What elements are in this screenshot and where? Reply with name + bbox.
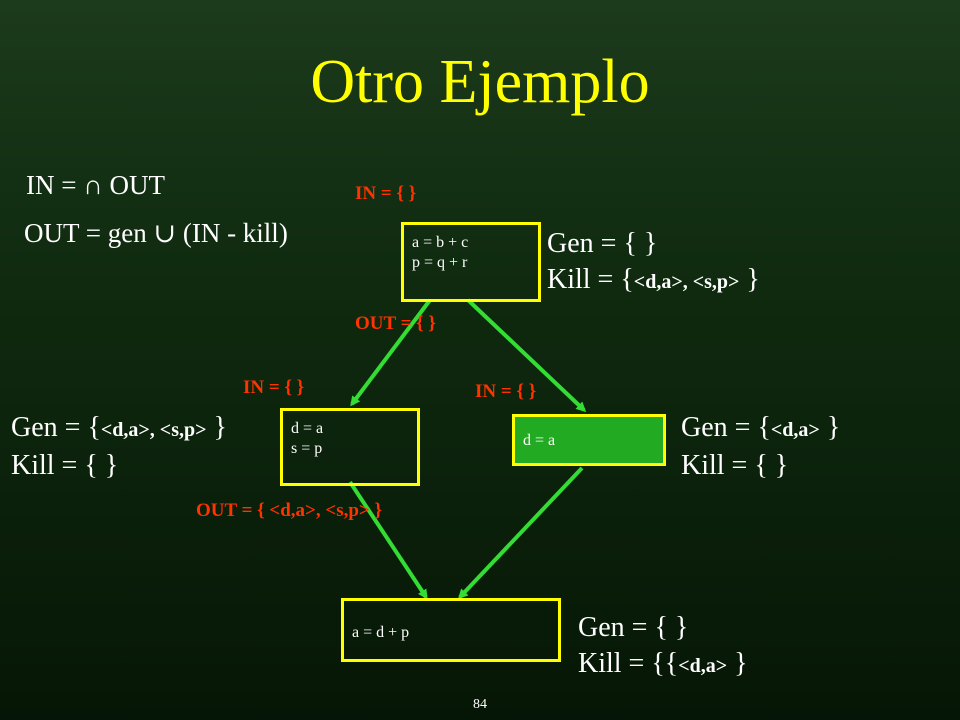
b4-kill: Kill = {{<d,a> } bbox=[578, 646, 748, 684]
block-2: d = a s = p bbox=[280, 408, 420, 486]
b2-gen: Gen = {<d,a>, <s,p> } Kill = { } bbox=[11, 410, 227, 484]
b2-gen-line: Gen = {<d,a>, <s,p> } bbox=[11, 410, 227, 448]
b1-kill-prefix: Kill = { bbox=[547, 264, 634, 295]
b2-out-label: OUT = { <d,a>, <s,p> } bbox=[196, 500, 382, 521]
b4-gen: Gen = { } Kill = {{<d,a> } bbox=[578, 610, 748, 684]
b1-line-1: a = b + c bbox=[412, 234, 469, 251]
edge-b3-b4 bbox=[457, 466, 584, 600]
b2-in-label: IN = { } bbox=[243, 377, 305, 398]
block-1: a = b + c p = q + r bbox=[401, 222, 541, 302]
b1-out-label: OUT = { } bbox=[355, 313, 436, 334]
edge-b1-b2 bbox=[350, 298, 432, 407]
edge-b2-b4 bbox=[348, 480, 428, 600]
b1-line-2: p = q + r bbox=[412, 254, 468, 271]
b2-gen-items: <d,a>, <s,p> bbox=[100, 419, 207, 441]
out-equation: OUT = gen ∪ (IN - kill) bbox=[24, 218, 288, 248]
b3-gen-line: Gen = {<d,a> } bbox=[681, 410, 840, 448]
b3-gen: Gen = {<d,a> } Kill = { } bbox=[681, 410, 840, 484]
b3-gen-items: <d,a> bbox=[770, 419, 820, 441]
b4-gen-text: Gen = { } bbox=[578, 612, 689, 643]
b1-gen-text: Gen = { } bbox=[547, 228, 658, 259]
block-3: d = a bbox=[512, 414, 666, 466]
b4-kill-items: <d,a> bbox=[678, 655, 728, 677]
b1-kill-suffix: } bbox=[739, 264, 760, 295]
b2-gen-prefix: Gen = { bbox=[11, 412, 101, 443]
b4-kill-prefix: Kill = {{ bbox=[578, 648, 679, 679]
b1-kill-items: <d,a>, <s,p> bbox=[633, 271, 740, 293]
b2-line-2: s = p bbox=[291, 440, 323, 457]
b3-kill: Kill = { } bbox=[681, 450, 789, 481]
page-number: 84 bbox=[473, 697, 487, 712]
b3-gen-suffix: } bbox=[819, 412, 841, 443]
b3-in-label: IN = { } bbox=[475, 381, 537, 402]
b4-kill-suffix: } bbox=[727, 648, 748, 679]
block-4: a = d + p bbox=[341, 598, 561, 662]
b1-in-label: IN = { } bbox=[355, 183, 417, 204]
edge-b1-b3 bbox=[466, 298, 587, 413]
b1-kill: Kill = {<d,a>, <s,p> } bbox=[547, 262, 760, 300]
b3-gen-prefix: Gen = { bbox=[681, 412, 771, 443]
b1-gen: Gen = { } Kill = {<d,a>, <s,p> } bbox=[547, 226, 760, 300]
b2-gen-suffix: } bbox=[206, 412, 227, 443]
b2-kill: Kill = { } bbox=[11, 450, 119, 481]
b3-line-1: d = a bbox=[523, 432, 556, 449]
in-equation: IN = ∩ OUT bbox=[26, 170, 165, 200]
slide-title: Otro Ejemplo bbox=[310, 48, 650, 116]
b2-line-1: d = a bbox=[291, 420, 324, 437]
b4-line-1: a = d + p bbox=[352, 624, 410, 641]
